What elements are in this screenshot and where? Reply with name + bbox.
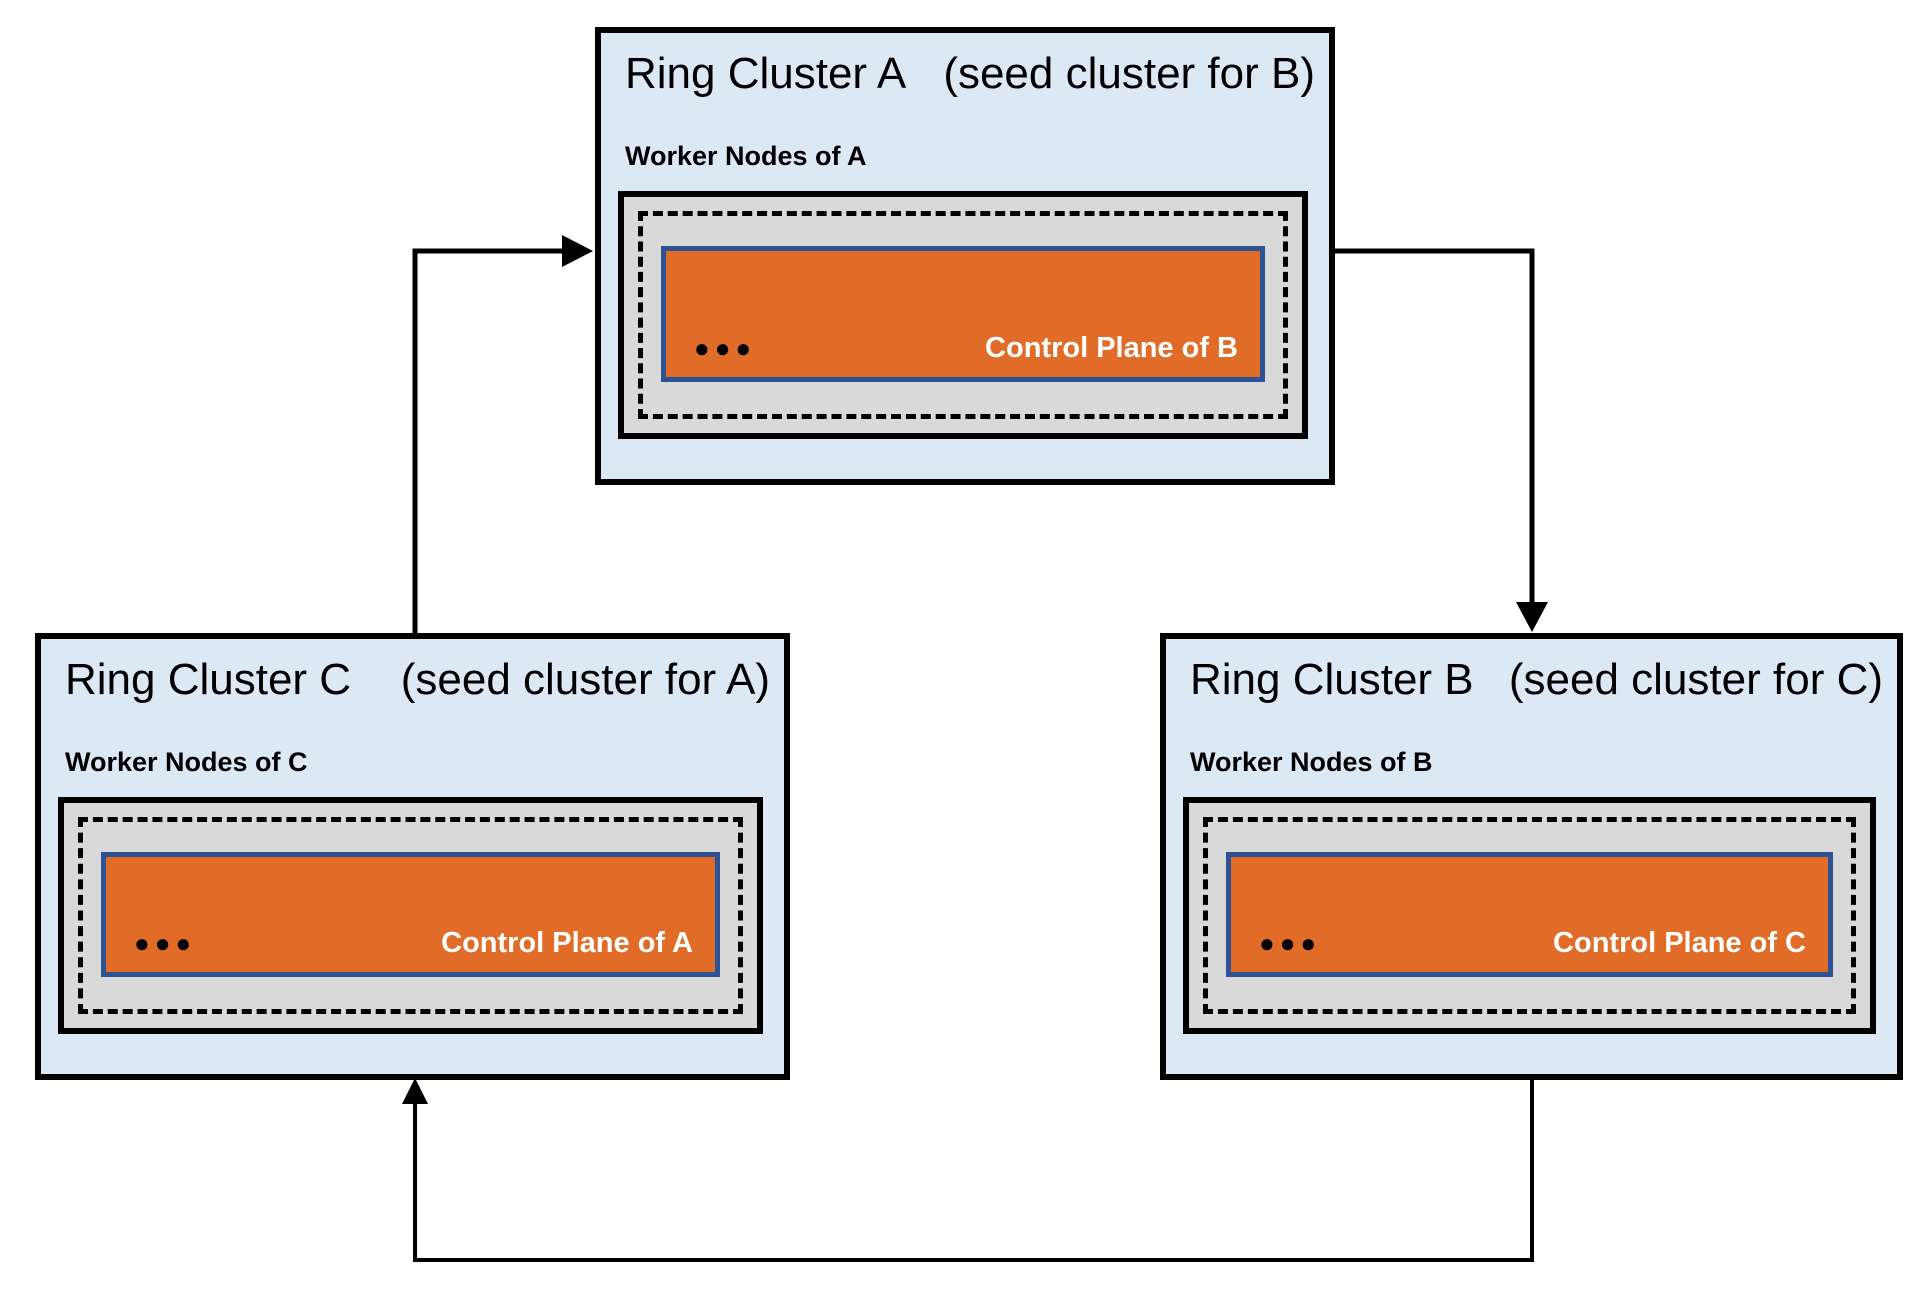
- arrow-c-to-a-icon: [412, 235, 593, 633]
- control-plane-label: Control Plane of A: [441, 927, 693, 959]
- worker-nodes-label: Worker Nodes of A: [625, 141, 867, 171]
- dashed-boundary: ●●● Control Plane of B: [638, 211, 1288, 419]
- arrow-b-to-c-icon: [402, 1078, 1534, 1262]
- control-plane-box: ●●● Control Plane of B: [661, 246, 1265, 382]
- seed-note: (seed cluster for A): [400, 655, 770, 704]
- worker-nodes-panel: ●●● Control Plane of C: [1183, 797, 1876, 1034]
- control-plane-label: Control Plane of B: [985, 332, 1238, 364]
- arrow-a-to-b-icon: [1335, 248, 1548, 632]
- control-plane-box: ●●● Control Plane of A: [101, 852, 720, 977]
- seed-note: (seed cluster for B): [943, 49, 1315, 98]
- worker-nodes-panel: ●●● Control Plane of A: [58, 797, 763, 1034]
- cluster-box-a: Ring Cluster A (seed cluster for B) Work…: [595, 27, 1335, 485]
- control-plane-label: Control Plane of C: [1553, 927, 1806, 959]
- worker-nodes-panel: ●●● Control Plane of B: [618, 191, 1308, 439]
- ellipsis-dots: ●●●: [1259, 928, 1322, 958]
- control-plane-box: ●●● Control Plane of C: [1226, 852, 1833, 977]
- seed-note: (seed cluster for C): [1508, 655, 1883, 704]
- dashed-boundary: ●●● Control Plane of C: [1203, 817, 1856, 1014]
- dashed-boundary: ●●● Control Plane of A: [78, 817, 743, 1014]
- worker-nodes-label: Worker Nodes of B: [1190, 747, 1433, 777]
- worker-nodes-label: Worker Nodes of C: [65, 747, 308, 777]
- cluster-name: Ring Cluster A: [625, 49, 907, 98]
- cluster-name: Ring Cluster C: [65, 655, 352, 704]
- cluster-box-b: Ring Cluster B (seed cluster for C) Work…: [1160, 633, 1903, 1080]
- cluster-box-c: Ring Cluster C (seed cluster for A) Work…: [35, 633, 790, 1080]
- ellipsis-dots: ●●●: [134, 928, 197, 958]
- ellipsis-dots: ●●●: [694, 333, 757, 363]
- cluster-title-row: Ring Cluster C (seed cluster for A): [65, 655, 770, 706]
- cluster-name: Ring Cluster B: [1190, 655, 1474, 704]
- cluster-title-row: Ring Cluster B (seed cluster for C): [1190, 655, 1883, 706]
- cluster-title-row: Ring Cluster A (seed cluster for B): [625, 49, 1315, 100]
